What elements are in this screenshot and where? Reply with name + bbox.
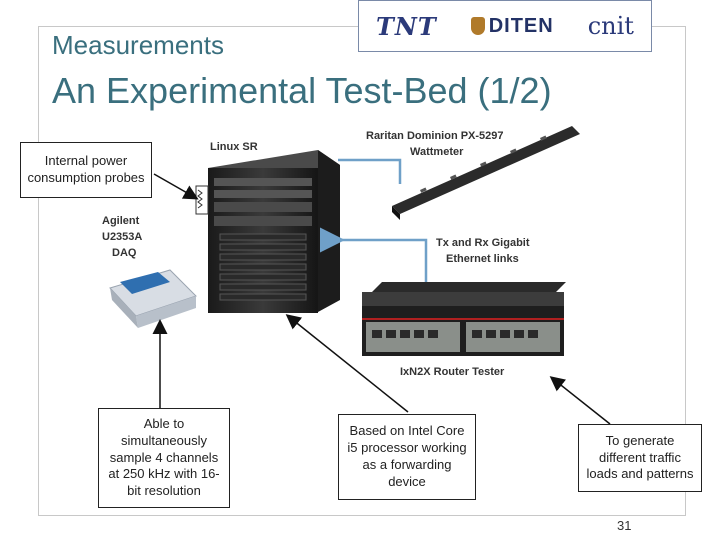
cnit-logo: cnit bbox=[587, 12, 634, 40]
links-label-2: Ethernet links bbox=[446, 253, 519, 265]
intel-callout: Based on Intel Core i5 processor working… bbox=[338, 414, 476, 500]
tnt-logo: TNT bbox=[376, 11, 437, 41]
ethernet-link-lines bbox=[320, 158, 428, 282]
diten-logo-text: DITEN bbox=[488, 14, 554, 37]
daq-callout: Able to simultaneously sample 4 channels… bbox=[98, 408, 230, 508]
callout-arrows bbox=[152, 173, 611, 425]
links-label: Tx and Rx Gigabit bbox=[436, 237, 530, 249]
linux-sr-label: Linux SR bbox=[210, 141, 258, 153]
section-title: Measurements bbox=[52, 30, 224, 60]
logo-banner: TNT DITEN cnit bbox=[358, 0, 652, 52]
raritan-label: Raritan Dominion PX-5297 bbox=[366, 130, 504, 142]
agilent-model-label: U2353A bbox=[102, 231, 143, 243]
traffic-callout: To generate different traffic loads and … bbox=[578, 424, 702, 492]
university-crest-icon bbox=[470, 17, 485, 36]
agilent-label: Agilent bbox=[102, 215, 140, 227]
probe-connector-icon bbox=[195, 185, 209, 215]
daq-label: DAQ bbox=[112, 247, 137, 259]
page-number: 31 bbox=[617, 518, 632, 533]
agilent-daq-icon bbox=[109, 269, 197, 328]
probes-callout: Internal power consumption probes bbox=[20, 142, 152, 198]
slide-title: An Experimental Test-Bed (1/2) bbox=[52, 70, 552, 111]
ixia-label: IxN2X Router Tester bbox=[400, 366, 505, 378]
linux-sr-server-icon bbox=[208, 150, 340, 313]
wattmeter-icon bbox=[392, 126, 580, 220]
diten-logo: DITEN bbox=[470, 14, 554, 38]
ixn2x-router-tester-icon bbox=[362, 282, 566, 356]
wattmeter-label: Wattmeter bbox=[410, 146, 464, 158]
